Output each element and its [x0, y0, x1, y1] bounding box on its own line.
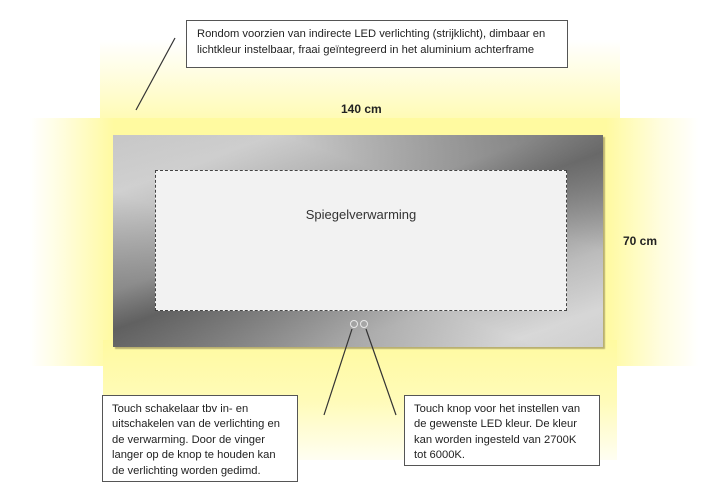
color-touch-button-icon [360, 320, 368, 328]
right-callout-line [365, 328, 397, 416]
heated-zone-label: Spiegelverwarming [305, 207, 417, 222]
power-touch-button-icon [350, 320, 358, 328]
led-glow-right [600, 118, 723, 366]
height-dimension-label: 70 cm [623, 234, 658, 248]
left-callout-line [323, 328, 353, 416]
led-lighting-callout: Rondom voorzien van indirecte LED verlic… [186, 20, 568, 68]
width-dimension-label: 140 cm [341, 102, 382, 116]
power-switch-callout: Touch schakelaar tbv in- en uitschakelen… [102, 395, 298, 482]
color-button-callout: Touch knop voor het instellen van de gew… [404, 395, 600, 466]
top-callout-line [135, 37, 176, 111]
led-glow-left [0, 118, 120, 366]
heated-zone [155, 170, 567, 311]
